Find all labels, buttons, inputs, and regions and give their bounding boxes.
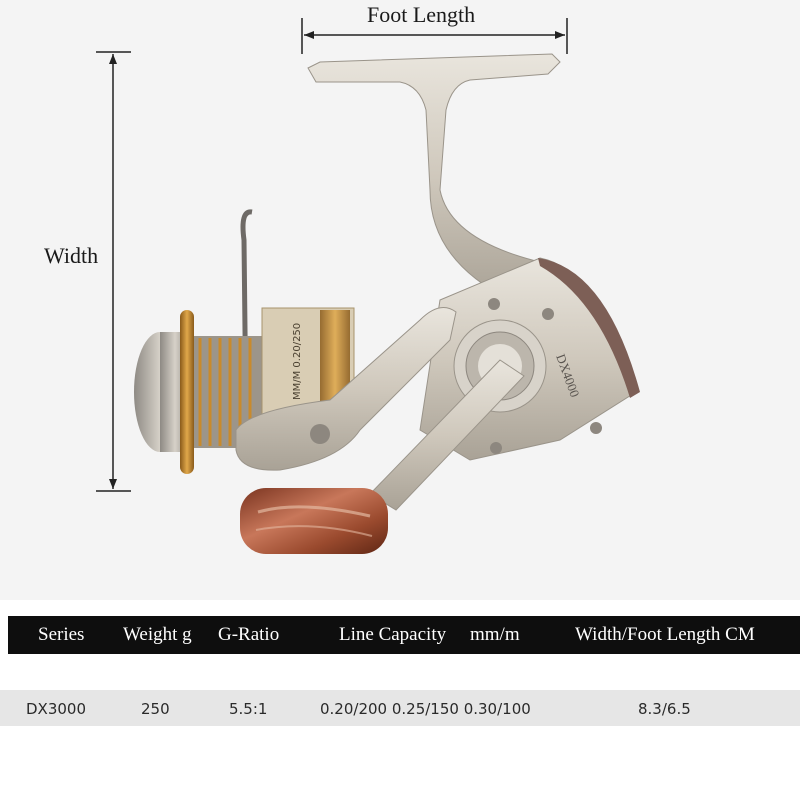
header-weight: Weight g	[123, 624, 192, 645]
foot-length-label: Foot Length	[365, 2, 478, 28]
table-row: DX3000 250 5.5:1 0.20/200 0.25/150 0.30/…	[0, 690, 800, 726]
handle-arm	[369, 359, 525, 511]
cell-line-capacity: 0.20/200 0.25/150 0.30/100	[320, 700, 531, 718]
reel-foot	[307, 53, 561, 301]
spool: MM/M 0.20/250	[134, 307, 355, 474]
header-dims: Width/Foot Length CM	[575, 624, 755, 645]
cell-dims: 8.3/6.5	[638, 700, 691, 718]
header-line-capacity: Line Capacity	[339, 624, 447, 645]
cell-ratio: 5.5:1	[229, 700, 268, 718]
header-series: Series	[38, 624, 85, 645]
handle-knob	[240, 488, 388, 554]
rotor-arm	[235, 307, 457, 471]
header-line-unit: mm/m	[470, 624, 520, 645]
width-label: Width	[42, 243, 101, 269]
cell-weight: 250	[141, 700, 170, 718]
spool-marking: MM/M 0.20/250	[292, 323, 303, 400]
cell-series: DX3000	[26, 700, 86, 718]
spec-table-header: Series Weight g G-Ratio Line Capacity mm…	[8, 616, 800, 654]
foot-length-dimension	[301, 18, 568, 54]
bail-wire	[240, 209, 253, 421]
table-spacer	[0, 654, 800, 690]
product-photo-area: DX4000	[0, 0, 800, 600]
width-dimension	[96, 51, 131, 492]
header-ratio: G-Ratio	[218, 624, 280, 645]
reel-illustration: DX4000	[96, 18, 640, 554]
